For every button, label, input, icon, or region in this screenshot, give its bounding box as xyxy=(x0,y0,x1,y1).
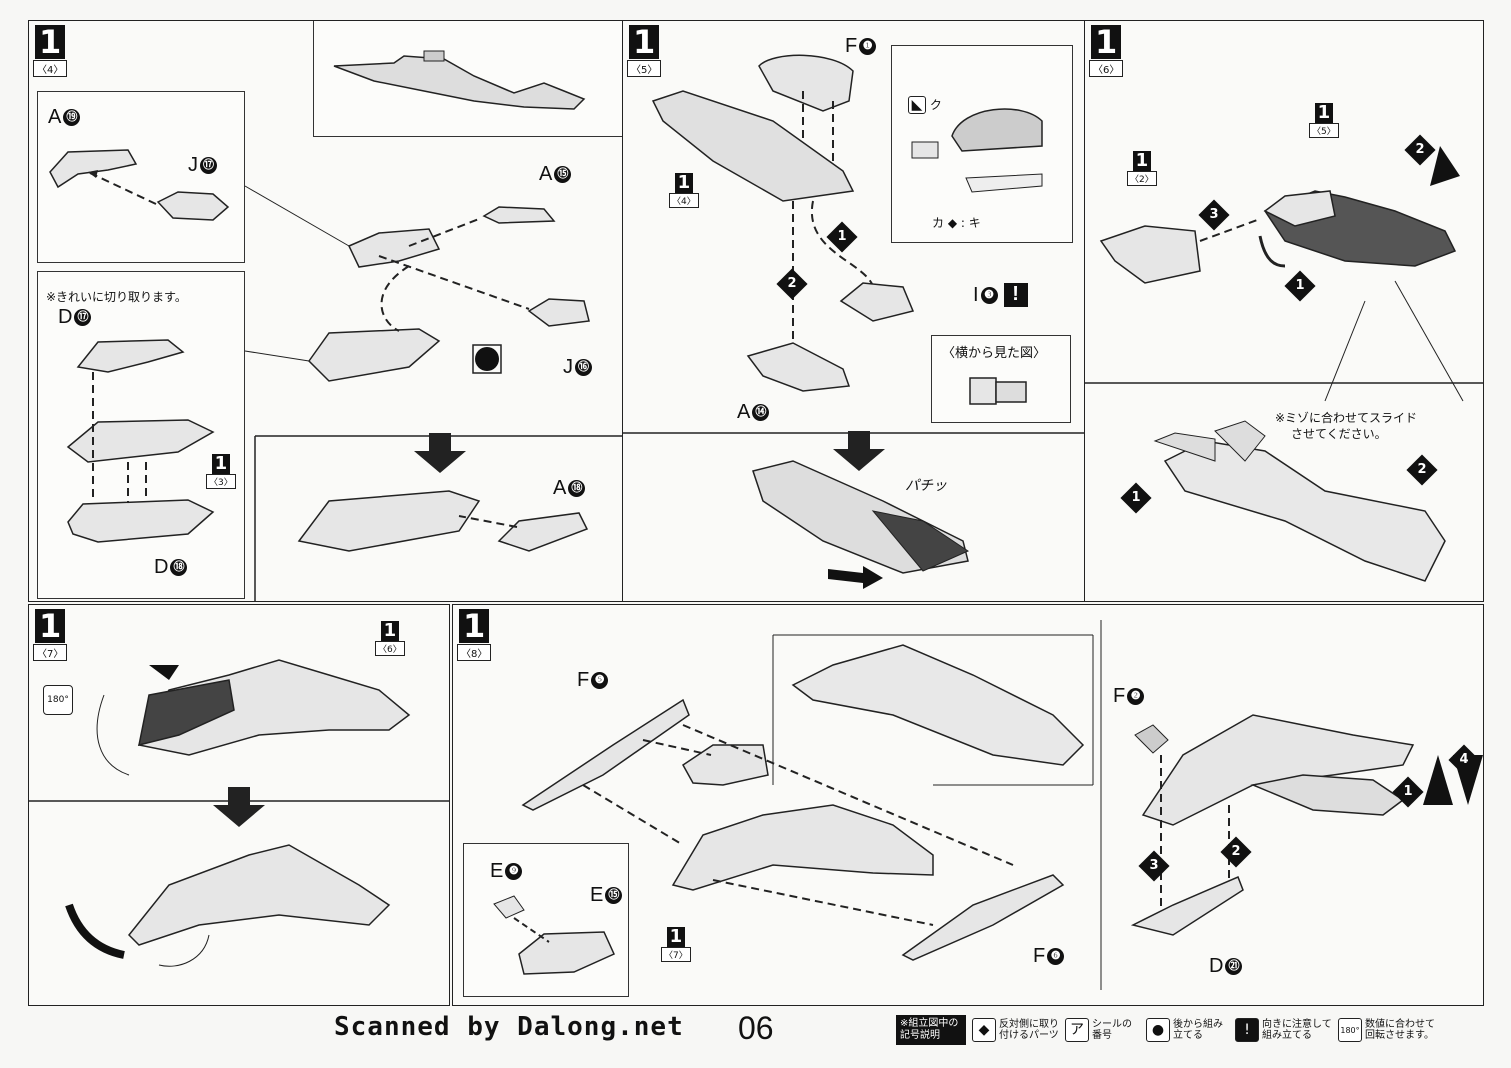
slide-note-2: させてください。 xyxy=(1291,427,1387,441)
rotate-icon: 180° xyxy=(1338,1018,1362,1042)
seq-1: 1 xyxy=(1284,270,1316,302)
caution-icon: ! xyxy=(1235,1018,1259,1042)
sticker-ka-ki: カ ◆ : キ xyxy=(932,216,981,230)
panel-step-6: 1 〈6〉 1 〈2〉 1 〈5〉 ※ミゾに合わせてスライド させてください。 … xyxy=(1084,20,1484,602)
scanned-by-credit: Scanned by Dalong.net xyxy=(334,1012,684,1042)
ref-step-6: 1 〈6〉 xyxy=(375,621,405,656)
ref-step-3: 1 〈3〉 xyxy=(206,454,236,489)
inset-overview xyxy=(313,21,622,137)
legend-opposite-side: ◆ 反対側に取り付けるパーツ xyxy=(972,1018,1059,1042)
seq-4: 4 xyxy=(1448,744,1480,776)
seq-2: 2 xyxy=(1404,134,1436,166)
ref-step-7: 1 〈7〉 xyxy=(661,927,691,962)
sticker-ku: ◣ ク xyxy=(908,96,942,114)
runner-sketch xyxy=(333,50,586,110)
side-view-inset: 〈横から見た図〉 xyxy=(931,335,1071,423)
snap-sound: パチッ xyxy=(905,478,947,494)
legend-orientation: ! 向きに注意して組み立てる xyxy=(1235,1018,1332,1042)
side-view-label: 〈横から見た図〉 xyxy=(942,346,1047,361)
diamond-arrows-icon: ◆ xyxy=(972,1018,996,1042)
ref-step-4: 1 〈4〉 xyxy=(669,173,699,208)
note-cut-clean: ※きれいに切り取ります。 xyxy=(46,290,187,304)
seq-1: 1 xyxy=(1392,776,1424,808)
down-arrow xyxy=(213,787,265,827)
down-arrow xyxy=(833,431,885,471)
seq-2: 2 xyxy=(776,268,808,300)
step-number: 1 xyxy=(35,25,66,59)
step-badge: 1 〈7〉 xyxy=(33,609,68,661)
seq-2: 2 xyxy=(1220,836,1252,868)
seq-2b: 2 xyxy=(1406,454,1438,486)
page-number: 06 xyxy=(738,1010,774,1046)
panel-step-7: 1 〈7〉 1 〈6〉 180° xyxy=(28,604,450,1006)
slide-note-1: ※ミゾに合わせてスライド xyxy=(1275,411,1418,425)
parts-d17-d18 xyxy=(66,339,215,543)
step-sub: 〈4〉 xyxy=(33,60,68,77)
legend-sticker-number: ア シールの番号 xyxy=(1065,1018,1140,1042)
circle-icon: ● xyxy=(1146,1018,1170,1042)
sticker-inset: ◣ ク カ ◆ : キ xyxy=(891,45,1073,243)
step-badge: 1 〈8〉 xyxy=(457,609,492,661)
step-badge: 1 〈5〉 xyxy=(627,25,662,77)
rotate-icon: 180° xyxy=(43,685,73,715)
seq-3: 3 xyxy=(1138,850,1170,882)
seq-1: 1 xyxy=(826,221,858,253)
down-arrow xyxy=(414,433,466,473)
legend-rotate: 180° 数値に合わせて回転させます。 xyxy=(1338,1018,1435,1042)
seq-1b: 1 xyxy=(1120,482,1152,514)
caution-icon: ! xyxy=(1003,283,1028,307)
ref-step-2: 1 〈2〉 xyxy=(1127,151,1157,186)
symbol-legend: ※組立図中の記号説明 ◆ 反対側に取り付けるパーツ ア シールの番号 ● 後から… xyxy=(896,1010,1508,1050)
parts-a19-j17 xyxy=(49,149,230,221)
sticker-icon: ア xyxy=(1065,1018,1089,1042)
ref-step-5: 1 〈5〉 xyxy=(1309,103,1339,138)
canopy-sticker xyxy=(911,108,1043,193)
side-view-part xyxy=(969,377,1027,405)
legend-assemble-later: ● 後から組み立てる xyxy=(1146,1018,1229,1042)
legend-title: ※組立図中の記号説明 xyxy=(896,1015,966,1045)
main-assembly-6 xyxy=(1085,146,1483,582)
step-badge: 1 〈4〉 xyxy=(33,25,68,77)
seq-3: 3 xyxy=(1198,199,1230,231)
parts-e9-e15 xyxy=(493,895,615,975)
step-badge: 1 〈6〉 xyxy=(1089,25,1124,77)
